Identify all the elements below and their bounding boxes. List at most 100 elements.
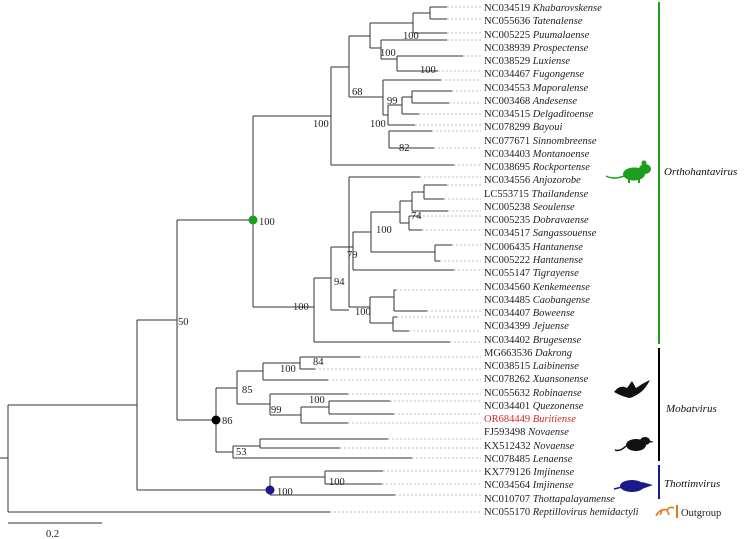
bootstrap-value: 100 [370,119,386,130]
tip-species-name: Novaense [532,441,574,452]
tree-branches [0,6,463,513]
tip-label: NC038695 Rockportense [484,162,590,173]
tip-label: NC034399 Jejuense [484,321,569,332]
tip-label: NC034403 Montanoense [484,149,590,160]
tip-label: NC003468 Andesense [484,96,577,107]
tip-label: NC034407 Boweense [484,308,575,319]
tip-label: NC010707 Thottapalayamense [484,494,615,505]
bootstrap-value: 100 [376,225,392,236]
tip-label: NC005235 Dobravaense [484,215,589,226]
orthohantavirus-node-marker [248,215,258,225]
tip-label: MG663536 Dakrong [484,348,572,359]
tip-accession: NC055170 [484,507,533,518]
tip-accession: OR684449 [484,414,533,425]
shrew-icon [614,437,654,452]
tip-label: NC034402 Brugesense [484,335,581,346]
tip-species-name: Quezonense [533,401,584,412]
tip-species-name: Prospectense [532,43,589,54]
tip-species-name: Laibinense [532,361,579,372]
tip-label: NC077671 Sinnombreense [484,136,597,147]
tip-species-name: Tatenalense [533,16,583,27]
tip-species-name: Novaense [527,427,569,438]
tip-accession: MG663536 [484,348,535,359]
tip-accession: NC078485 [484,454,533,465]
tip-species-name: Rockportense [532,162,590,173]
tip-species-name: Sinnombreense [533,136,597,147]
bootstrap-value: 68 [352,87,363,98]
bootstrap-value: 100 [380,48,396,59]
tip-accession: NC038695 [484,162,533,173]
tip-accession: NC077671 [484,136,533,147]
tip-species-name: Imjinense [532,467,574,478]
tip-label: KX779126 Imjinense [484,467,574,478]
bootstrap-value: 79 [347,250,358,261]
tip-accession: NC034402 [484,335,533,346]
rodent-icon [605,160,651,183]
tip-accession: NC005235 [484,215,533,226]
tip-label: NC078262 Xuansonense [484,374,588,385]
tip-accession: NC034519 [484,3,533,14]
bootstrap-value: 99 [387,96,398,107]
tip-accession: NC034407 [484,308,533,319]
tip-accession: NC055636 [484,16,533,27]
bootstrap-value: 100 [277,487,293,498]
tip-species-name: Xuansonense [532,374,589,385]
tip-accession: NC005238 [484,202,533,213]
mole-icon [613,480,653,492]
bootstrap-value: 100 [355,307,371,318]
tip-species-name: Dobravaense [532,215,589,226]
tip-label: NC034515 Delgaditoense [484,109,594,120]
tip-species-name: Delgaditoense [532,109,594,120]
tip-species-name: Seoulense [533,202,575,213]
clade-name-mobatvirus: Mobatvirus [665,403,717,415]
tip-label: NC006435 Hantanense [484,242,583,253]
tip-label: NC078485 Lenaense [484,454,573,465]
bootstrap-value: 82 [399,143,410,154]
bootstrap-value: 100 [329,477,345,488]
tip-accession: NC034517 [484,228,533,239]
bootstrap-value: 50 [178,317,189,328]
tip-label: NC034564 Imjinense [484,480,574,491]
clade-bars [658,2,678,518]
tip-accession: NC034399 [484,321,533,332]
clade-name-orthohantavirus: Orthohantavirus [664,166,737,178]
tip-species-name: Andesense [532,96,578,107]
tip-label: NC034485 Caobangense [484,295,590,306]
bootstrap-value: 100 [420,65,436,76]
tip-label: NC034556 Anjozorobe [484,175,581,186]
tip-accession: NC078262 [484,374,533,385]
tip-accession: NC034403 [484,149,533,160]
tip-label: OR684449 Buritiense [484,414,576,425]
tip-accession: NC034553 [484,83,533,94]
tip-species-name: Hantanense [532,242,583,253]
tip-accession: NC038515 [484,361,533,372]
tip-label: NC038529 Luxiense [484,56,570,67]
tip-species-name: Montanoense [532,149,590,160]
tip-species-name: Fugongense [532,69,585,80]
bootstrap-value: 74 [411,211,422,222]
tip-accession: NC006435 [484,242,533,253]
tip-species-name: Sangassouense [533,228,597,239]
tip-species-name: Jejuense [533,321,569,332]
mobatvirus-node-marker [211,415,221,425]
scale-bar-label: 0.2 [46,529,59,539]
bootstrap-value: 100 [293,302,309,313]
bat-icon [614,380,650,398]
bootstrap-value: 94 [334,277,345,288]
tip-label: NC005222 Hantanense [484,255,583,266]
tip-accession: NC034560 [484,282,533,293]
tip-label: NC078299 Bayoui [484,122,563,133]
tip-species-name: Maporalense [532,83,589,94]
tip-label: NC055636 Tatenalense [484,16,583,27]
bootstrap-value: 53 [236,447,247,458]
bootstrap-values: 100 100 100 99 100 68 82 74 100 79 94 10… [178,31,436,498]
tip-species-name: Puumalaense [532,30,590,41]
thottimvirus-node-marker [265,485,275,495]
tip-species-name: Tigrayense [533,268,579,279]
tip-accession: NC034485 [484,295,533,306]
tip-accession: KX779126 [484,467,533,478]
tip-species-name: Reptillovirus hemidactyli [532,507,639,518]
tip-accession: KX512432 [484,441,533,452]
